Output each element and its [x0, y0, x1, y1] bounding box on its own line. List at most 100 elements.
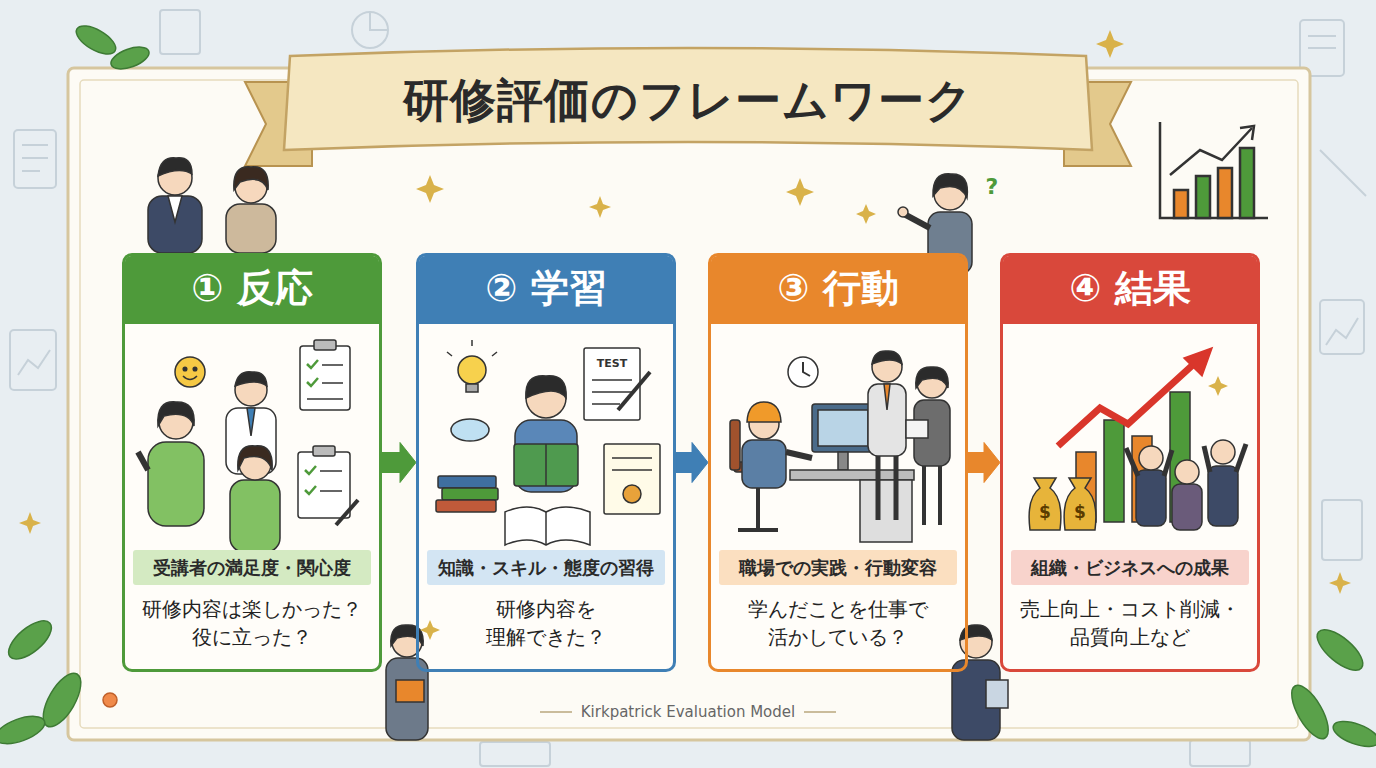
- card2-illustration-part: [526, 376, 566, 398]
- card2-illustration: [436, 340, 660, 545]
- level-band-text: 職場での実践・行動変容: [725, 556, 951, 579]
- card4-illustration-part: [1029, 478, 1061, 530]
- sparkles-part: [856, 204, 876, 224]
- card2-illustration-part: [458, 356, 486, 384]
- sparkles-part: [1096, 30, 1124, 58]
- background-doodles-part: [480, 742, 550, 766]
- plants-part: [1330, 716, 1376, 751]
- card1-illustration-part: [320, 470, 342, 472]
- flow-arrow: [968, 443, 1000, 483]
- card3-illustration-part: [922, 466, 926, 525]
- level-band: 知識・スキル・態度の習得: [427, 550, 665, 585]
- plants-part: [2, 614, 57, 666]
- level-question: 研修内容を 理解できた？: [426, 585, 666, 665]
- chart-icon-part: [1160, 122, 1268, 218]
- title-ribbon: [245, 48, 1131, 166]
- card1-illustration-part: [314, 340, 336, 350]
- card3-illustration-part: [838, 452, 848, 470]
- level-card: ④ 結果組織・ビジネスへの成果売上向上・コスト削減・ 品質向上など: [1000, 253, 1260, 672]
- card4-illustration-part: [1208, 466, 1238, 526]
- card3-illustration-part: [742, 440, 786, 488]
- background-doodles: [10, 10, 1366, 766]
- card1-illustration-part: [158, 402, 194, 426]
- model-caption: Kirkpatrick Evaluation Model: [581, 703, 795, 721]
- card3-illustration: [730, 351, 950, 542]
- background-doodles-part: [370, 12, 388, 30]
- card2-illustration-part: [592, 403, 620, 405]
- card4-illustration-part: [1104, 420, 1124, 522]
- level-band: 職場での実践・行動変容: [719, 550, 957, 585]
- plants-part: [108, 43, 152, 74]
- background-doodles-part: [22, 157, 48, 159]
- card1-illustration-part: [235, 372, 267, 386]
- card2-illustration-part: [612, 469, 652, 471]
- card3-illustration-part: [894, 456, 899, 520]
- caption-ornament-part: [804, 711, 836, 713]
- sparkles-part: [19, 512, 41, 534]
- card1-illustration-part: [322, 382, 343, 384]
- frame-panel: [68, 68, 1310, 740]
- card2-illustration-part: [514, 444, 578, 486]
- card2-illustration-part: [436, 500, 496, 512]
- frame-panel-part: [80, 80, 1298, 728]
- card3-illustration-part: [916, 367, 948, 388]
- card1-illustration: [138, 340, 358, 552]
- plants: [0, 20, 1376, 751]
- level-band-text: 受講者の満足度・関心度: [139, 556, 365, 579]
- card3-illustration-part: [730, 420, 740, 470]
- card-grounds: [122, 253, 1260, 672]
- card3-illustration-part: [868, 384, 906, 456]
- card-grounds-part: [708, 253, 968, 672]
- woman-top-right-part: [904, 214, 930, 228]
- level-card: ③ 行動職場での実践・行動変容学んだことを仕事で 活かしている？: [708, 253, 968, 672]
- level-band: 受講者の満足度・関心度: [133, 550, 371, 585]
- card4-illustration-part: [1172, 484, 1202, 530]
- card2-illustration-part: [618, 372, 650, 410]
- illustration-space: [419, 324, 673, 550]
- card-grounds-part: [122, 253, 382, 672]
- caption-ornament-part: [540, 711, 572, 713]
- level-question: 学んだことを仕事で 活かしている？: [718, 585, 958, 665]
- plants-part: [1285, 680, 1336, 744]
- people-top-left-part: [148, 196, 202, 253]
- card2-illustration-part: [442, 488, 498, 500]
- sparkles-part: [416, 175, 444, 203]
- card3-illustration-part: [803, 362, 810, 376]
- card1-illustration-part: [300, 346, 350, 410]
- people-top-left-part: [158, 158, 192, 176]
- sparkles-part: [786, 178, 814, 206]
- frame-panel-part: [68, 68, 1310, 740]
- card1-illustration-part: [247, 408, 255, 436]
- card2-illustration-part: [592, 391, 632, 393]
- card2-illustration-part: [623, 485, 641, 503]
- card1-illustration-part: [238, 446, 272, 470]
- paper-label: TEST: [597, 357, 627, 370]
- card4-illustration-part: [1236, 444, 1246, 472]
- chart-icon-part: [1170, 128, 1252, 175]
- card2-illustration-part: [471, 340, 473, 346]
- level-header: ③ 行動: [711, 256, 965, 324]
- card2-illustration-part: [545, 444, 547, 486]
- money-symbol: $: [1074, 502, 1086, 522]
- level-question: 売上向上・コスト削減・ 品質向上など: [1010, 585, 1250, 665]
- background-doodles-part: [1320, 300, 1364, 354]
- sparkles-part: [1329, 572, 1351, 594]
- chart-icon-part: [1196, 176, 1210, 218]
- card2-illustration-part: [505, 507, 590, 545]
- background-doodles-part: [22, 144, 48, 146]
- woman-top-right-part: [933, 174, 967, 198]
- flow-arrow: [676, 443, 708, 483]
- card1-illustration-part: [183, 367, 187, 371]
- level-band-text: 組織・ビジネスへの成果: [1017, 556, 1243, 579]
- background-doodles-part: [1320, 150, 1366, 196]
- background-doodles-part: [1308, 35, 1336, 37]
- chart-icon-part: [1240, 126, 1254, 140]
- card1-illustration-part: [307, 360, 318, 368]
- background-doodles-part: [10, 330, 56, 390]
- card3-illustration-part: [876, 456, 881, 520]
- people-top-left-part: [234, 167, 268, 190]
- card4-illustration: [1029, 348, 1246, 530]
- card1-illustration-part: [183, 376, 197, 380]
